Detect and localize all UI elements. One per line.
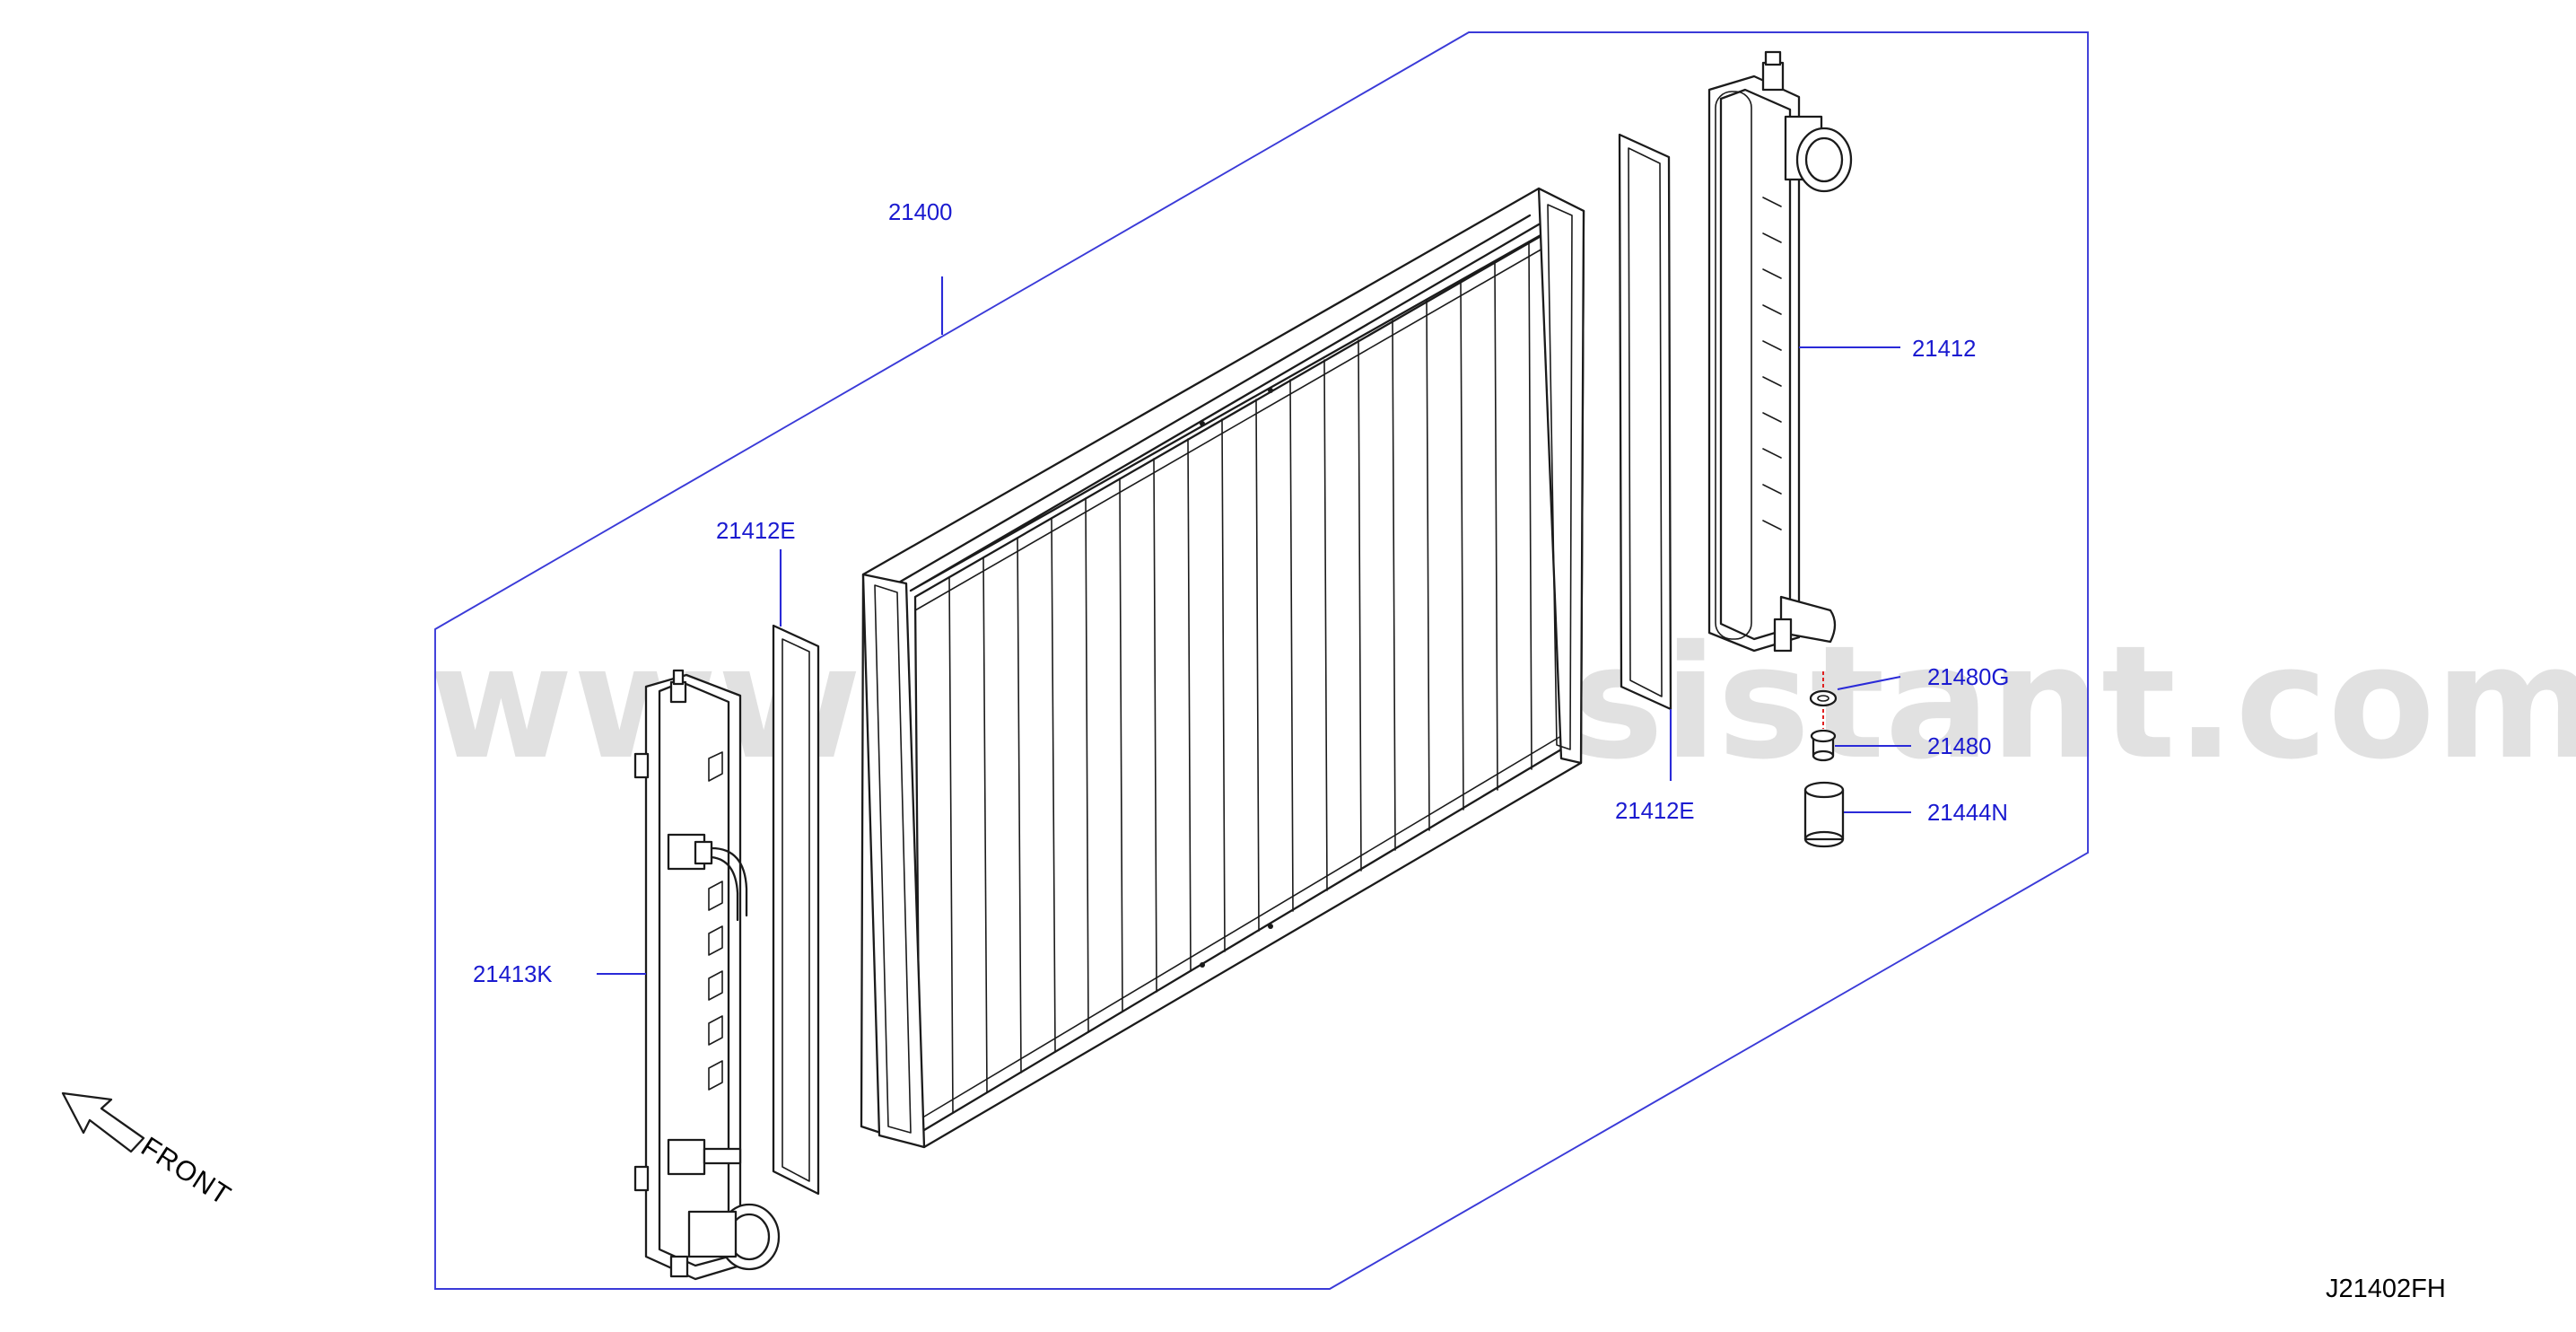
front-arrow-icon [61,1091,145,1153]
radiator-core [860,187,1585,1149]
gasket-right [1618,133,1672,711]
callout-21444n: 21444N [1927,801,2008,826]
reference-code: J21402FH [2326,1275,2446,1303]
drain-cock-part [1810,729,1837,762]
rubber-mounting-part [1803,781,1845,848]
callout-21413k: 21413K [473,962,553,987]
callout-21400: 21400 [888,200,952,225]
tank-left [633,669,781,1281]
callout-21412: 21412 [1912,337,1976,362]
front-label: FRONT [135,1131,237,1212]
callout-21412e-left: 21412E [716,519,796,544]
callout-21480: 21480 [1927,734,1991,759]
callout-21412e-right: 21412E [1615,799,1695,824]
callout-21480g: 21480G [1927,665,2009,690]
gasket-left [772,624,820,1196]
leader-lines [597,276,1911,976]
washer-part [1809,689,1838,707]
tank-right [1707,50,1853,653]
assembly-frame [434,31,2089,1290]
